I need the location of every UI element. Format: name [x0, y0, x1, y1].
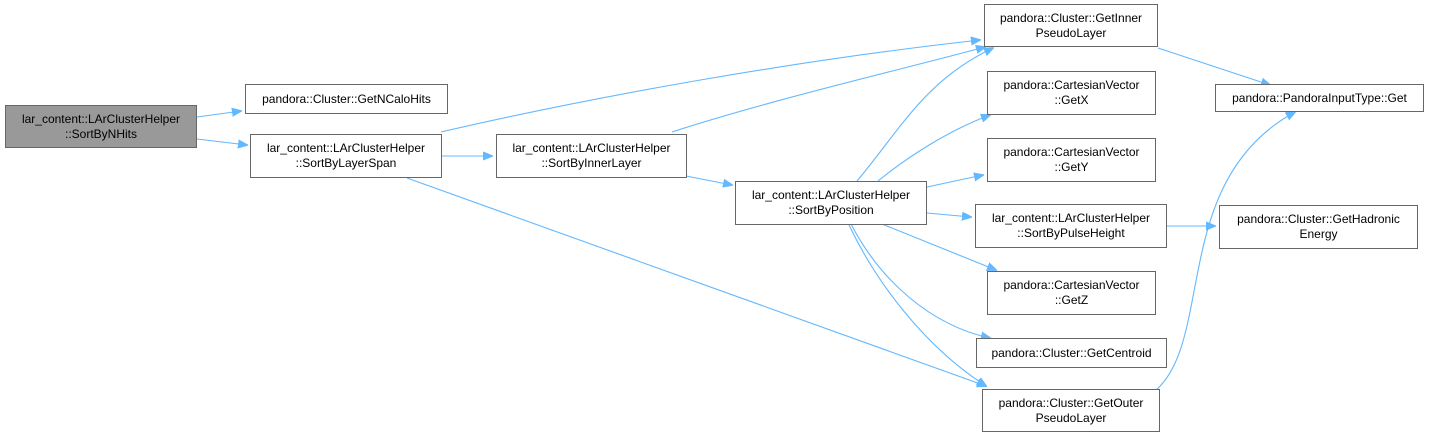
node-line: lar_content::LArClusterHelper: [266, 141, 426, 155]
node-getx[interactable]: pandora::CartesianVector ::GetX: [987, 71, 1156, 115]
node-line: PseudoLayer: [1035, 25, 1107, 40]
node-line: lar_content::LArClusterHelper: [21, 111, 181, 126]
edge-sortbyinnerlayer-sortbyposition: [685, 175, 732, 185]
node-line: pandora::Cluster::GetInner: [999, 10, 1143, 25]
node-line: ::SortByNHits: [64, 126, 137, 141]
node-line: pandora::Cluster::GetHadronic: [1237, 212, 1400, 226]
edge-sortbylayerspan-getouterpseudolayer: [406, 177, 986, 386]
node-sortbylayerspan[interactable]: lar_content::LArClusterHelper ::SortByLa…: [250, 134, 442, 178]
node-line: pandora::Cluster::GetCentroid: [991, 345, 1152, 360]
node-line: ::SortByPulseHeight: [1017, 226, 1125, 240]
edge-sortbynhits-getncalohits: [196, 111, 241, 118]
node-line: ::GetX: [1054, 93, 1089, 107]
node-line: Energy: [1299, 227, 1338, 241]
edge-sortbyposition-getcentroid: [850, 223, 990, 338]
node-gety[interactable]: pandora::CartesianVector ::GetY: [987, 138, 1156, 182]
node-line: PseudoLayer: [1035, 410, 1107, 425]
node-line: lar_content::LArClusterHelper: [991, 211, 1151, 225]
node-sortbypulseheight[interactable]: lar_content::LArClusterHelper ::SortByPu…: [975, 204, 1167, 248]
node-line: pandora::PandoraInputType::Get: [1232, 90, 1407, 105]
node-line: pandora::CartesianVector: [1003, 278, 1140, 292]
node-line: pandora::Cluster::GetOuter: [998, 395, 1144, 410]
edge-getinnerpseudolayer-pandorainputtypeget: [1157, 47, 1270, 85]
node-getouterpseudolayer[interactable]: pandora::Cluster::GetOuter PseudoLayer: [982, 389, 1160, 432]
node-getcentroid[interactable]: pandora::Cluster::GetCentroid: [976, 338, 1167, 368]
edge-sortbyposition-sortbypulseheight: [926, 213, 971, 217]
node-gethadronicenergy[interactable]: pandora::Cluster::GetHadronic Energy: [1219, 205, 1418, 249]
edge-sortbyinnerlayer-getinnerpseudolayer: [671, 47, 985, 133]
node-getz[interactable]: pandora::CartesianVector ::GetZ: [987, 271, 1156, 315]
node-sortbyposition[interactable]: lar_content::LArClusterHelper ::SortByPo…: [735, 181, 927, 225]
node-pandorainputtypeget[interactable]: pandora::PandoraInputType::Get: [1215, 84, 1424, 112]
edge-sortbynhits-sortbylayerspan: [196, 138, 247, 145]
edge-sortbyposition-getx: [877, 115, 990, 182]
node-line: ::GetY: [1054, 160, 1089, 174]
node-line: lar_content::LArClusterHelper: [751, 188, 911, 202]
node-line: pandora::CartesianVector: [1003, 145, 1140, 159]
edge-sortbyposition-getouterpseudolayer: [848, 224, 986, 386]
node-line: pandora::CartesianVector: [1003, 78, 1140, 92]
node-line: lar_content::LArClusterHelper: [512, 141, 671, 155]
node-line: ::SortByPosition: [788, 203, 874, 217]
node-sortbyinnerlayer[interactable]: lar_content::LArClusterHelper ::SortByIn…: [496, 134, 687, 178]
edge-sortbylayerspan-getinnerpseudolayer: [440, 40, 980, 133]
edge-sortbyposition-gety: [926, 175, 983, 188]
node-line: ::SortByInnerLayer: [541, 156, 642, 170]
node-getncalohits[interactable]: pandora::Cluster::GetNCaloHits: [245, 84, 448, 114]
node-line: ::GetZ: [1054, 293, 1089, 307]
edge-getouterpseudolayer-pandorainputtypeget: [1154, 112, 1295, 392]
node-line: ::SortByLayerSpan: [295, 156, 397, 170]
edge-sortbyposition-getinnerpseudolayer: [856, 48, 993, 182]
node-sortbynhits: lar_content::LArClusterHelper ::SortByNH…: [5, 105, 197, 148]
edge-sortbyposition-getz: [881, 223, 996, 270]
node-line: pandora::Cluster::GetNCaloHits: [262, 91, 431, 106]
node-getinnerpseudolayer[interactable]: pandora::Cluster::GetInner PseudoLayer: [984, 4, 1158, 47]
